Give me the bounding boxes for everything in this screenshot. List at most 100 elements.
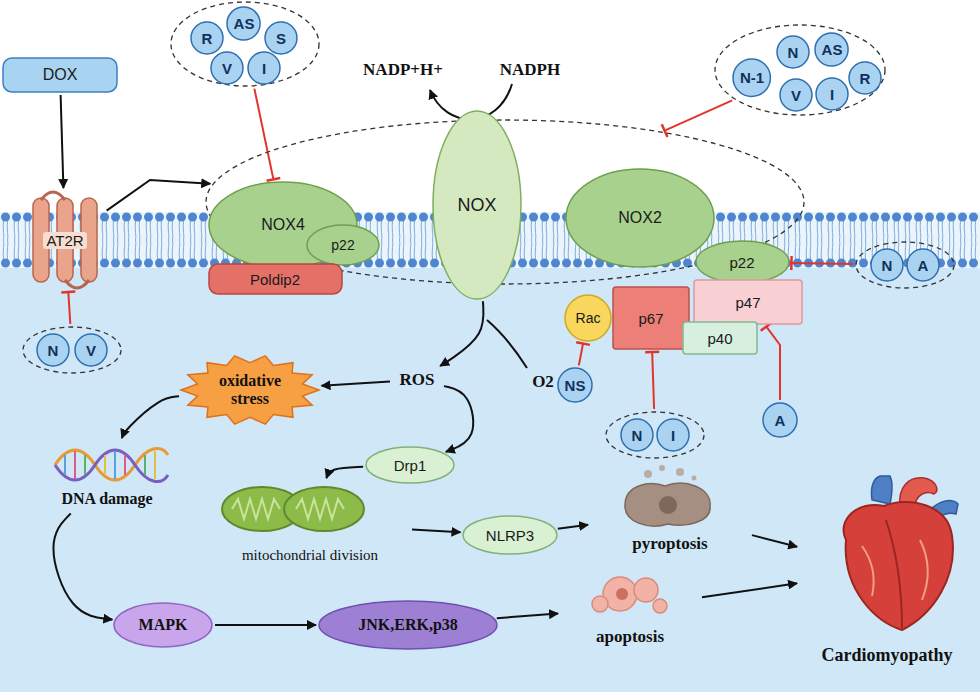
- node-text: NOX2: [618, 209, 662, 227]
- activation-arrow: [752, 535, 797, 547]
- activation-arrow: [61, 95, 64, 188]
- drug-circle: I: [247, 51, 281, 85]
- drug-circle: R: [848, 61, 882, 95]
- activation-arrow: [702, 583, 797, 597]
- drug-circle: AS: [814, 32, 849, 67]
- node-text: AS: [822, 41, 843, 58]
- drug-circle: AS: [226, 6, 261, 41]
- protein-box: p47: [693, 279, 803, 325]
- node-text: S: [276, 30, 286, 47]
- drug-circle: V: [74, 333, 108, 367]
- inhibition-line: [665, 100, 733, 130]
- protein-ellipse: NOX: [432, 110, 522, 300]
- node-text: I: [262, 60, 266, 77]
- activation-arrow: [412, 530, 460, 533]
- node-text: Poldip2: [250, 271, 300, 288]
- node-text: V: [222, 60, 232, 77]
- outcome-label: Cardiomyopathy: [799, 470, 975, 670]
- drug-circle: N: [36, 333, 70, 367]
- node-text: NOX: [457, 195, 496, 216]
- protein-box: p40: [682, 321, 758, 355]
- dna-icon: [55, 448, 168, 481]
- inhibition-line: [579, 344, 583, 366]
- protein-ellipse: p22: [695, 240, 790, 284]
- outcome-label: DNA damage: [40, 440, 175, 512]
- node-text: Cardiomyopathy: [821, 645, 952, 666]
- node-outline: [799, 470, 975, 670]
- drug-circle: N: [620, 418, 654, 452]
- outcome-label: mitochondrial division: [210, 480, 410, 568]
- drug-group: NA: [855, 241, 955, 289]
- stimulus-box: DOX: [2, 57, 118, 93]
- node-text: R: [860, 70, 871, 87]
- node-text: NLRP3: [486, 527, 534, 544]
- drug-circle: S: [264, 21, 298, 55]
- outcome-label: apoptosis: [560, 565, 700, 651]
- activation-arrow: [440, 301, 483, 366]
- activation-arrow: [326, 467, 363, 478]
- node-text: R: [202, 30, 213, 47]
- node-text: p47: [735, 294, 760, 311]
- node-text: AS: [234, 15, 255, 32]
- stimulus-box: Poldip2: [208, 263, 343, 295]
- oxygen-line: [487, 320, 527, 368]
- node-text: apoptosis: [596, 627, 664, 647]
- inhibition-line: [254, 89, 273, 180]
- activation-arrow: [322, 382, 390, 386]
- node-text: V: [86, 342, 96, 359]
- node-text: p22: [729, 254, 754, 271]
- node-text: N: [788, 44, 799, 61]
- drug-circle: A: [906, 248, 940, 282]
- node-text: DOX: [43, 66, 78, 84]
- activation-arrow: [444, 386, 473, 452]
- node-text: N: [882, 257, 893, 274]
- node-text: N: [632, 427, 643, 444]
- protein-ellipse: Drp1: [365, 446, 455, 484]
- node-text: oxidative stress: [208, 372, 292, 408]
- node-text: pyroptosis: [632, 534, 707, 554]
- molecule-label: O2: [532, 372, 554, 392]
- node-text: p40: [707, 330, 732, 347]
- inhibition-line: [766, 327, 780, 400]
- node-text: A: [775, 412, 786, 429]
- drug-circle: R: [190, 21, 224, 55]
- outcome-label: pyroptosis: [590, 470, 750, 558]
- node-text: A: [918, 257, 929, 274]
- pyroptotic-cell: [625, 465, 710, 526]
- activation-arrow: [122, 396, 179, 438]
- receptor: AT2R: [25, 190, 105, 290]
- protein-ellipse: JNK,ERK,p38: [318, 600, 498, 650]
- protein-ellipse: NOX2: [565, 168, 715, 268]
- drug-circle: I: [815, 77, 849, 111]
- node-text: Drp1: [394, 457, 427, 474]
- drug-group: NI: [605, 411, 705, 459]
- inhibition-line: [791, 263, 853, 264]
- activation-arrow: [53, 513, 112, 619]
- drug-circle: V: [779, 78, 813, 112]
- node-text: p22: [331, 237, 354, 253]
- drug-circle: N: [776, 35, 810, 69]
- node-text: N: [48, 342, 59, 359]
- drug-circle: V: [210, 51, 244, 85]
- drug-circle: N-1: [732, 58, 771, 97]
- protein-box: p67: [612, 286, 690, 350]
- outcome-label: ROS: [392, 367, 442, 393]
- activation-arrow: [497, 614, 558, 619]
- drug-circle: N: [870, 248, 904, 282]
- drug-group: N-1 N AS R VI: [714, 24, 886, 116]
- molecule-label: NADP+H+: [363, 60, 443, 80]
- node-text: p67: [638, 310, 663, 327]
- node-text: V: [791, 87, 801, 104]
- node-outline: [605, 411, 705, 459]
- node-text: DNA damage: [61, 490, 152, 508]
- drug-circle: Rac: [564, 294, 612, 342]
- node-text: N-1: [740, 69, 764, 86]
- node-text: AT2R: [43, 232, 86, 249]
- activation-arrow: [558, 525, 588, 529]
- inhibition-line: [68, 292, 70, 324]
- mitochondria-icon: [222, 487, 364, 531]
- node-text: NOX4: [261, 216, 305, 234]
- activation-arrow: [215, 624, 316, 626]
- protein-ellipse: MAPK: [113, 602, 213, 648]
- drug-group: R AS S V I: [170, 1, 320, 87]
